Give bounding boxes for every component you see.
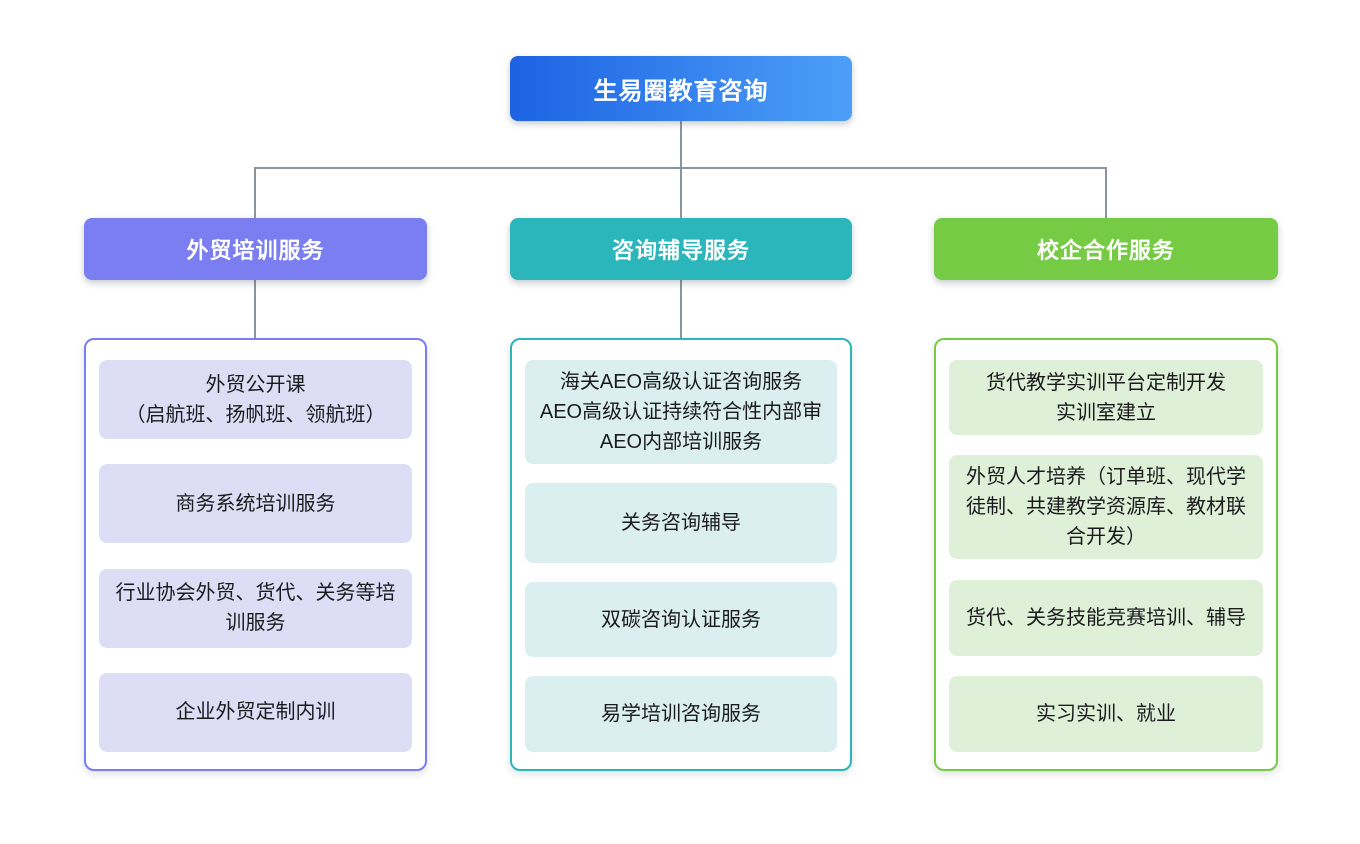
group-consulting: 海关AEO高级认证咨询服务 AEO高级认证持续符合性内部审 AEO内部培训服务 … (510, 338, 852, 771)
connector-link-trade-training-group (254, 280, 256, 338)
leaf-node-dual-carbon-certification: 双碳咨询认证服务 (525, 582, 837, 657)
leaf-node-public-course: 外贸公开课 （启航班、扬帆班、领航班） (99, 360, 412, 439)
leaf-node-enterprise-custom-training: 企业外贸定制内训 (99, 672, 412, 752)
root-node: 生易圈教育咨询 (510, 56, 852, 121)
connector-link-consulting-group (680, 280, 682, 338)
group-school-enterprise: 货代教学实训平台定制开发 实训室建立 外贸人才培养（订单班、现代学徒制、共建教学… (934, 338, 1278, 771)
branch-node-consulting: 咨询辅导服务 (510, 218, 852, 280)
group-trade-training: 外贸公开课 （启航班、扬帆班、领航班） 商务系统培训服务 行业协会外贸、货代、关… (84, 338, 427, 771)
connector-drop-consulting (680, 167, 682, 218)
leaf-node-business-system-training: 商务系统培训服务 (99, 464, 412, 544)
connector-drop-school-enterprise (1105, 167, 1107, 218)
leaf-node-talent-cultivation: 外贸人才培养（订单班、现代学徒制、共建教学资源库、教材联合开发） (949, 455, 1263, 560)
connector-drop-trade-training (254, 167, 256, 218)
leaf-node-customs-consulting: 关务咨询辅导 (525, 483, 837, 563)
leaf-node-freight-training-platform: 货代教学实训平台定制开发 实训室建立 (949, 360, 1263, 435)
leaf-node-skills-competition-training: 货代、关务技能竞赛培训、辅导 (949, 579, 1263, 656)
connector-root-stem (680, 121, 682, 169)
leaf-node-internship-employment: 实习实训、就业 (949, 675, 1263, 752)
leaf-node-association-training: 行业协会外贸、货代、关务等培训服务 (99, 568, 412, 648)
leaf-node-aeo-certification: 海关AEO高级认证咨询服务 AEO高级认证持续符合性内部审 AEO内部培训服务 (525, 360, 837, 464)
branch-node-school-enterprise: 校企合作服务 (934, 218, 1278, 280)
branch-node-trade-training: 外贸培训服务 (84, 218, 427, 280)
leaf-node-yixue-training-consulting: 易学培训咨询服务 (525, 676, 837, 752)
